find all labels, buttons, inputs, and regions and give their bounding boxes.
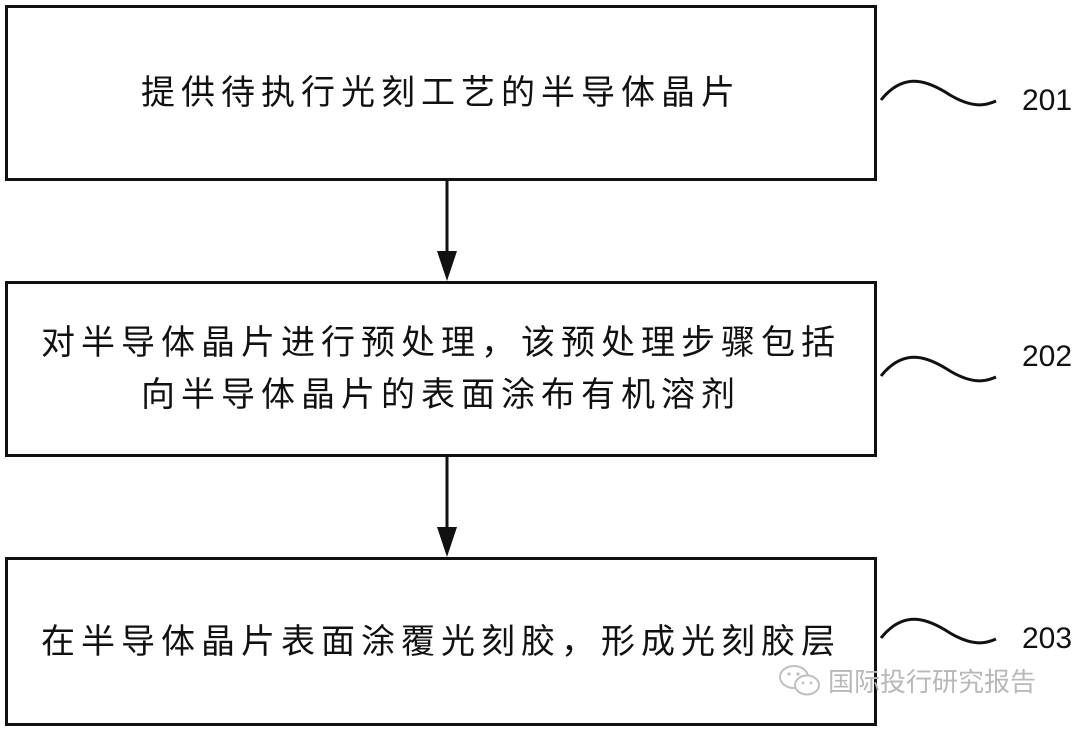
- step-ref-202: 202: [1022, 340, 1073, 373]
- arrow-202-to-203: [437, 457, 457, 557]
- step-ref-203: 203: [1022, 622, 1073, 655]
- arrow-201-to-202: [437, 181, 457, 281]
- step-box-202: 对半导体晶片进行预处理，该预处理步骤包括 向半导体晶片的表面涂布有机溶剂: [5, 281, 877, 457]
- wechat-icon: [779, 664, 820, 695]
- leader-line-201: [879, 79, 997, 107]
- step-203-text: 在半导体晶片表面涂覆光刻胶，形成光刻胶层: [41, 621, 841, 662]
- step-box-203: 在半导体晶片表面涂覆光刻胶，形成光刻胶层: [5, 557, 877, 726]
- step-ref-201: 201: [1022, 84, 1073, 117]
- step-box-201: 提供待执行光刻工艺的半导体晶片: [5, 5, 877, 181]
- watermark-text: 国际投行研究报告: [828, 668, 1037, 698]
- leader-line-203: [879, 617, 997, 645]
- leader-line-202: [879, 355, 997, 383]
- watermark: 国际投行研究报告: [778, 662, 1036, 699]
- step-202-text-line-1: 对半导体晶片进行预处理，该预处理步骤包括: [41, 323, 841, 363]
- step-201-text: 提供待执行光刻工艺的半导体晶片: [141, 73, 741, 113]
- step-202-text-line-2: 向半导体晶片的表面涂布有机溶剂: [141, 375, 741, 415]
